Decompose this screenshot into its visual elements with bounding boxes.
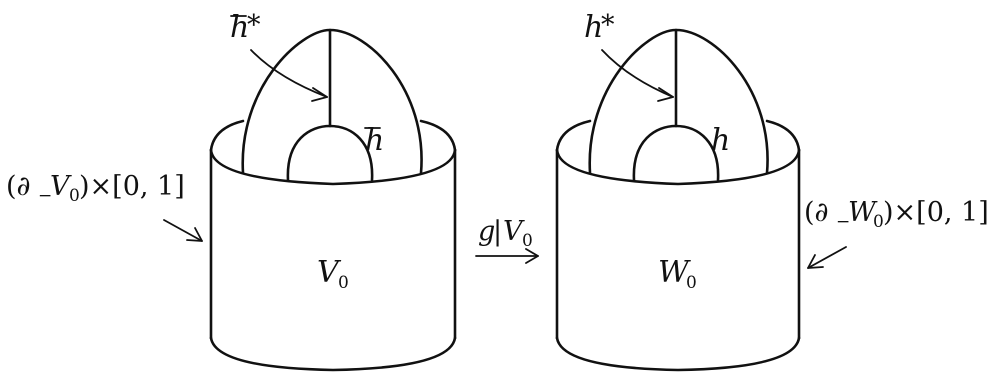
left-body-label: V 0: [317, 255, 349, 293]
map-bar: |: [493, 216, 502, 247]
left-cylinder-rim-back-left: [209, 119, 245, 152]
right-handle-inner-arc: [632, 124, 720, 182]
left-collar-minus: −: [38, 186, 52, 206]
left-collar-label: (∂ − V 0 )×[0, 1]: [6, 171, 185, 206]
right-collar-arrowhead: [807, 254, 824, 269]
right-body-letter: W: [658, 255, 691, 290]
right-handle-outer-arc: [588, 28, 769, 175]
left-block: h * h V 0 (∂ − V 0 )×[0, 1]: [6, 10, 457, 372]
right-handle: [588, 28, 769, 182]
left-collar-sub: 0: [69, 186, 80, 206]
left-body-subscript: 0: [338, 273, 349, 293]
right-block: h * h W 0 (∂ − W 0 )×[0, 1]: [555, 10, 989, 372]
map-fn: g: [478, 216, 495, 247]
left-cylinder-rim-back-right: [419, 119, 457, 152]
left-core-letter: h: [365, 123, 384, 158]
right-cylinder-rim-back-left: [555, 119, 592, 152]
map-arrow: g | V 0: [475, 216, 539, 264]
map-var: V: [503, 216, 525, 247]
left-handle-inner-arc: [286, 124, 374, 182]
right-cocore-letter: h: [584, 10, 603, 45]
right-cocore-arrow: [601, 49, 674, 98]
right-cylinder-rim-front: [555, 148, 801, 186]
left-cocore-arrowhead: [311, 87, 328, 102]
left-body-letter: V: [317, 255, 342, 290]
left-cylinder-bottom: [209, 336, 457, 372]
right-collar-var: W: [848, 197, 878, 228]
left-handle: [241, 28, 423, 182]
left-cocore-letter: h: [230, 10, 249, 45]
left-collar-var: V: [50, 171, 72, 202]
left-cylinder: [209, 119, 457, 372]
right-collar-sub: 0: [873, 212, 884, 232]
left-collar-suffix: )×[0, 1]: [79, 171, 185, 202]
map-arrow-head: [525, 248, 539, 264]
right-body-subscript: 0: [686, 273, 697, 293]
left-collar-arrowhead: [186, 227, 203, 242]
right-cocore-arrowhead: [657, 87, 674, 102]
left-collar-prefix: (∂: [6, 171, 31, 202]
right-collar-label: (∂ − W 0 )×[0, 1]: [804, 197, 989, 232]
right-core-label: h: [711, 123, 730, 158]
right-cylinder-rim-back-right: [765, 119, 801, 152]
right-cylinder-bottom: [555, 336, 801, 372]
right-cocore-label: h *: [584, 10, 615, 45]
left-core-label: h: [364, 123, 384, 158]
left-collar-arrow: [163, 219, 203, 242]
right-cocore-star: *: [601, 10, 615, 41]
right-collar-minus: −: [836, 212, 850, 232]
right-collar-prefix: (∂: [804, 197, 829, 228]
right-collar-suffix: )×[0, 1]: [883, 197, 989, 228]
map-sub: 0: [522, 231, 533, 251]
left-cocore-star: *: [247, 10, 261, 41]
right-collar-arrow: [807, 246, 847, 269]
left-cylinder-rim-front: [209, 148, 457, 186]
left-handle-outer-arc: [241, 28, 423, 175]
right-cylinder: [555, 119, 801, 372]
left-cocore-arrow: [250, 49, 328, 98]
left-cocore-label: h *: [230, 10, 261, 45]
right-body-label: W 0: [658, 255, 697, 293]
